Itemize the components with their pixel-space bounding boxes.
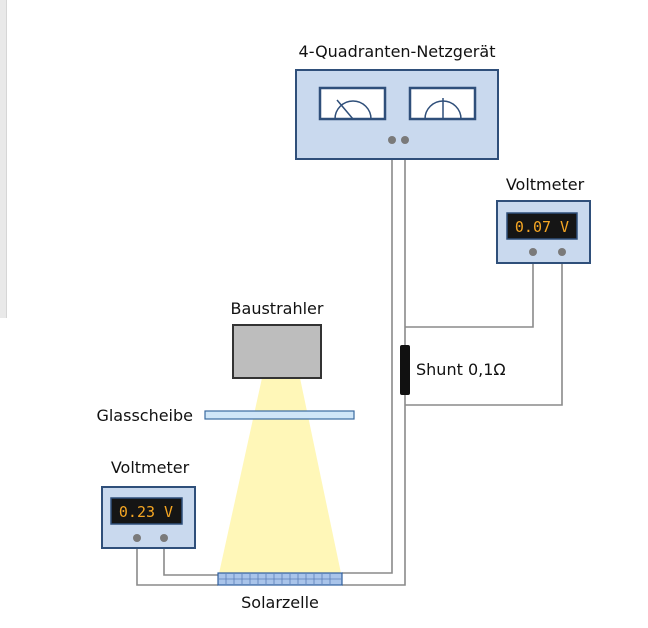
supply-terminal-right <box>401 136 409 144</box>
meter-dial-left-icon <box>334 100 372 120</box>
wire-supply-left <box>342 140 393 574</box>
voltmeter-left: 0.23 V <box>101 486 196 549</box>
analog-meter-left <box>318 86 387 121</box>
power-supply-label: 4-Quadranten-Netzgerät <box>299 42 496 61</box>
shunt-resistor <box>400 345 410 395</box>
voltmeter-right-terminal-a <box>529 248 537 256</box>
voltmeter-left-label: Voltmeter <box>111 458 190 477</box>
wires <box>136 140 563 586</box>
power-supply <box>295 69 499 160</box>
glass-label: Glasscheibe <box>96 406 193 425</box>
supply-terminal-left <box>388 136 396 144</box>
wire-voltmeter-right-a <box>405 252 534 328</box>
wire-voltmeter-left-a <box>136 540 218 586</box>
voltmeter-left-reading: 0.23 V <box>119 503 173 521</box>
meter-needle-left <box>336 99 354 120</box>
voltmeter-left-display <box>110 497 183 525</box>
light-beam <box>218 378 342 578</box>
voltmeter-left-terminal-b <box>160 534 168 542</box>
voltmeter-right-terminal-b <box>558 248 566 256</box>
solar-cell <box>217 572 343 586</box>
voltmeter-right-display <box>506 212 578 240</box>
wire-voltmeter-left-b <box>163 540 218 576</box>
voltmeter-right: 0.07 V <box>496 200 591 264</box>
solar-cell-label: Solarzelle <box>241 593 319 612</box>
lamp-label: Baustrahler <box>231 299 324 318</box>
wire-voltmeter-right-b <box>405 252 563 406</box>
lamp <box>232 324 322 379</box>
wire-supply-right <box>342 140 406 586</box>
glass-pane <box>204 410 355 420</box>
voltmeter-right-reading: 0.07 V <box>515 218 569 236</box>
voltmeter-left-terminal-a <box>133 534 141 542</box>
voltmeter-right-label: Voltmeter <box>506 175 585 194</box>
window-edge <box>0 0 7 318</box>
solar-cell-grid <box>219 574 341 584</box>
shunt-label: Shunt 0,1Ω <box>416 360 506 379</box>
